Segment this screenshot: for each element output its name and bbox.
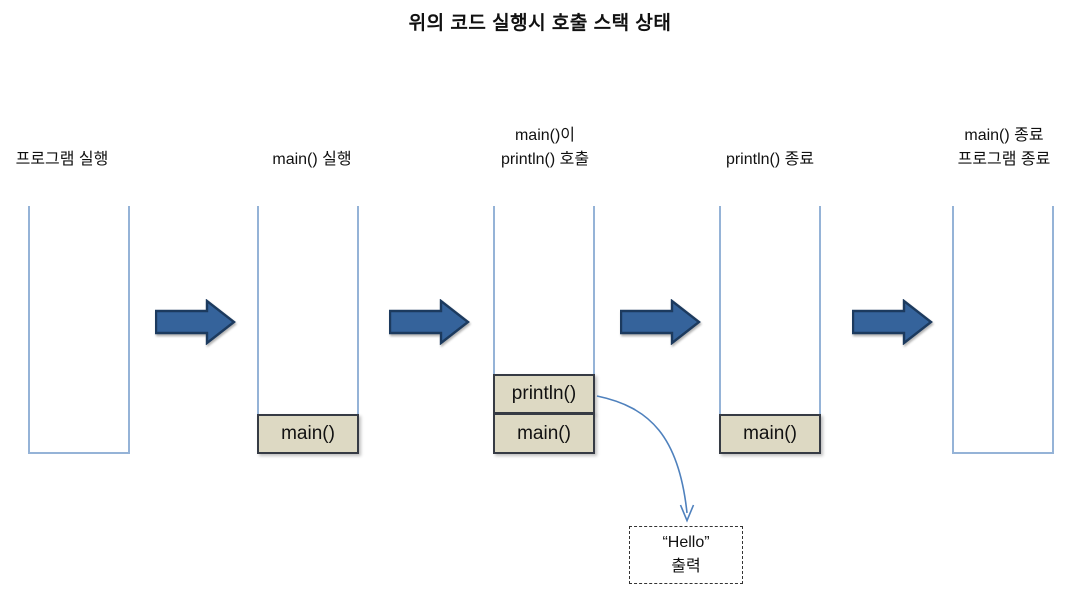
stack-frame-main: main(): [493, 413, 595, 454]
output-note-line2: 출력: [671, 558, 701, 575]
stage-label-main-run: main() 실행: [272, 151, 352, 168]
arrow-right-icon: [389, 299, 470, 345]
stage-label-println-end: println() 종료: [725, 151, 815, 168]
stack-frame-main: main(): [257, 414, 359, 454]
stack-frame-main: main(): [719, 414, 821, 454]
output-note-line1: “Hello”: [662, 534, 710, 551]
arrow-right-icon: [852, 299, 933, 345]
stack-main-run: [257, 206, 359, 454]
output-note: “Hello” 출력: [629, 526, 743, 584]
stage-label-program-end: main() 종료 프로그램 종료: [957, 127, 1051, 168]
stack-frame-println: println(): [493, 374, 595, 414]
stack-program-end: [952, 206, 1054, 454]
stack-program-run: [28, 206, 130, 454]
diagram-title: 위의 코드 실행시 호출 스택 상태: [408, 13, 672, 34]
stage-label-program-run: 프로그램 실행: [15, 151, 109, 168]
stack-println-end: [719, 206, 821, 454]
arrow-right-icon: [620, 299, 701, 345]
stage-label-println-call: main()이 println() 호출: [500, 127, 590, 168]
arrow-right-icon: [155, 299, 236, 345]
